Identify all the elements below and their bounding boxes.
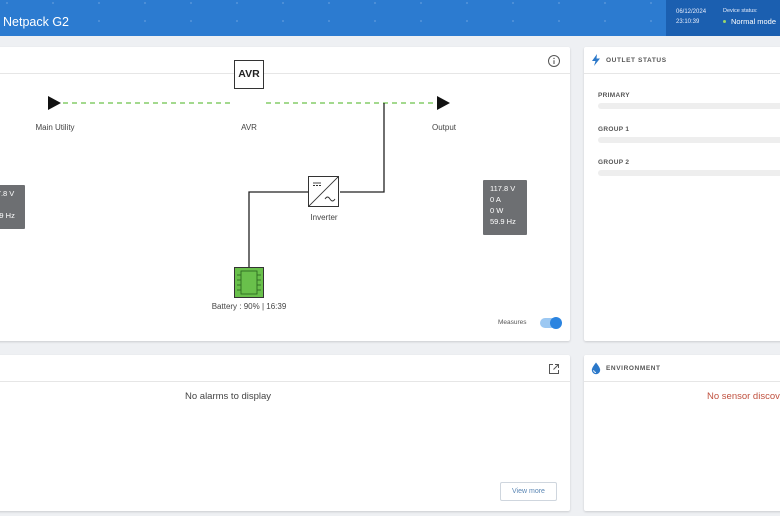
measures-toggle[interactable]	[540, 317, 562, 329]
output-frequency: 59.9 Hz	[490, 217, 516, 226]
outlet-group-2-bar	[598, 170, 780, 176]
toggle-knob	[550, 317, 562, 329]
battery-icon	[234, 267, 264, 298]
header-pattern	[0, 0, 665, 36]
outlet-group-primary-bar	[598, 103, 780, 109]
power-flow-diagram	[48, 96, 450, 267]
input-current: 0 A	[0, 199, 18, 210]
device-status-value: Normal mode	[731, 17, 777, 26]
output-voltage: 117.8 V	[490, 184, 516, 193]
alarms-card	[0, 355, 570, 511]
outlet-group-1-label: GROUP 1	[598, 126, 630, 133]
battery-line	[248, 191, 308, 267]
environment-title: ENVIRONMENT	[606, 365, 661, 372]
info-icon[interactable]	[547, 54, 561, 68]
output-arrow-icon	[437, 96, 450, 110]
output-measurements: 117.8 V 0 A 0 W 59.9 Hz	[483, 180, 527, 235]
no-alarms-message: No alarms to display	[185, 391, 272, 402]
inverter-label: Inverter	[310, 213, 338, 222]
device-status-panel: 06/12/2024 23:10:39 Device status: Norma…	[666, 0, 780, 36]
outlet-group-2-label: GROUP 2	[598, 159, 630, 166]
avr-box: AVR	[234, 60, 264, 89]
measures-label: Measures	[498, 319, 527, 326]
outlet-group-primary-label: PRIMARY	[598, 92, 630, 99]
outlet-status-card: OUTLET STATUS PRIMARY GROUP 1 GROUP 2	[584, 47, 780, 341]
water-drop-icon	[589, 361, 603, 375]
outlet-status-header: OUTLET STATUS	[584, 47, 780, 74]
inverter-output-line	[340, 103, 385, 193]
output-label: Output	[431, 123, 457, 132]
top-bar: Netpack G2 06/12/2024 23:10:39 Device st…	[0, 0, 780, 36]
input-voltage: 117.8 V	[0, 189, 15, 198]
app-title: Netpack G2	[3, 15, 70, 29]
environment-header: ENVIRONMENT	[584, 355, 780, 382]
battery-label: Battery : 90% | 16:39	[211, 302, 287, 311]
environment-card: ENVIRONMENT	[584, 355, 780, 511]
current-time: 23:10:39	[676, 19, 700, 25]
main-utility-arrow-icon	[48, 96, 61, 110]
avr-label: AVR	[241, 123, 257, 132]
lightning-icon	[589, 53, 603, 67]
synoptic-card	[0, 47, 570, 341]
main-utility-label: Main Utility	[35, 123, 75, 132]
input-measurements: 117.8 V 0 A 59.9 Hz	[0, 185, 25, 229]
synoptic-card-header	[0, 47, 570, 74]
alarms-card-header	[0, 355, 570, 382]
inverter-icon	[308, 176, 339, 207]
output-power: 0 W	[490, 206, 504, 215]
view-more-button[interactable]: View more	[500, 482, 557, 501]
outlet-group-1-bar	[598, 137, 780, 143]
current-date: 06/12/2024	[676, 9, 707, 15]
input-frequency: 59.9 Hz	[0, 211, 15, 220]
status-dot-icon	[723, 20, 726, 23]
no-sensor-message: No sensor discov	[707, 391, 780, 402]
device-status-label: Device status:	[723, 8, 758, 14]
external-link-icon[interactable]	[547, 362, 561, 376]
outlet-status-title: OUTLET STATUS	[606, 57, 667, 64]
output-current: 0 A	[490, 195, 501, 204]
